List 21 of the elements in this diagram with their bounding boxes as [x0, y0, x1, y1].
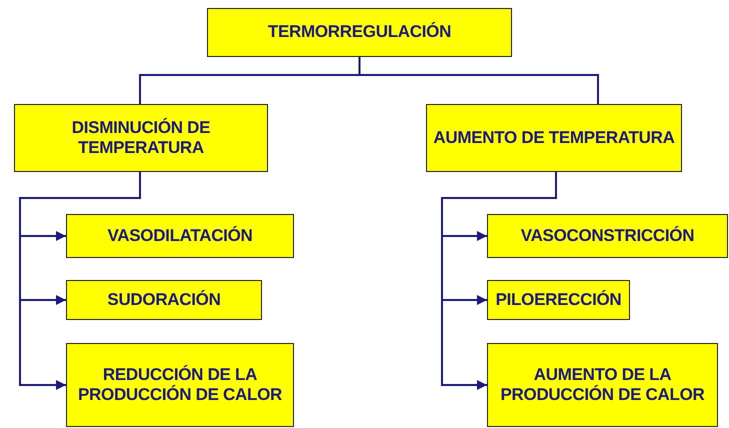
concept-label: AUMENTO DE LA PRODUCCIÓN DE CALOR	[500, 364, 706, 406]
concept-box	[487, 280, 630, 320]
connector-line	[358, 57, 599, 104]
concept-box	[487, 343, 718, 427]
concept-label: VASODILATACIÓN	[107, 226, 252, 246]
concept-box	[426, 104, 682, 172]
concept-label: DISMINUCIÓN DE TEMPERATURA	[70, 118, 212, 158]
concept-box	[66, 343, 294, 427]
concept-label: VASOCONSTRICCIÓN	[520, 226, 694, 246]
concept-label: SUDORACIÓN	[107, 290, 221, 310]
concept-box	[66, 280, 262, 320]
concept-label: PILOERECCIÓN	[496, 290, 622, 310]
arrow	[19, 172, 141, 390]
concept-box	[487, 214, 728, 258]
concept-label: REDUCCIÓN DE LA PRODUCCIÓN DE CALOR	[77, 364, 283, 406]
arrow	[441, 172, 557, 390]
concept-label: AUMENTO DE TEMPERATURA	[433, 128, 675, 148]
concept-box	[14, 104, 268, 172]
concept-box	[207, 8, 512, 57]
concept-label: TERMORREGULACIÓN	[268, 22, 452, 43]
concept-box	[66, 214, 294, 258]
